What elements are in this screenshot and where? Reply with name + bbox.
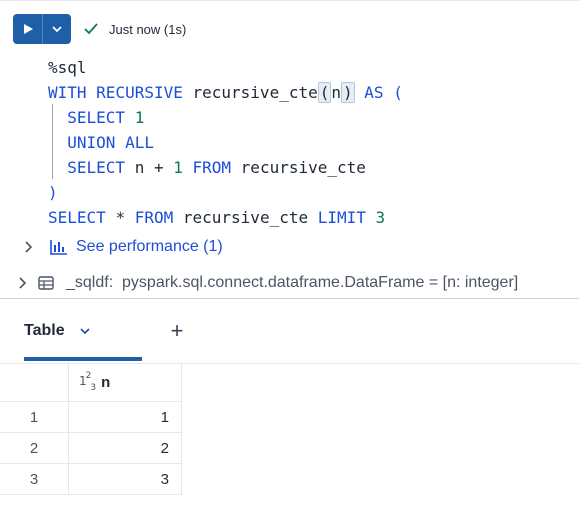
cell-top-border — [0, 0, 579, 4]
code-token: n — [331, 83, 342, 102]
dataframe-info-row[interactable]: _sqldf: pyspark.sql.connect.dataframe.Da… — [18, 272, 518, 294]
cell-header: Just now (1s) — [13, 14, 186, 44]
code-line: SELECT n + 1 FROM recursive_cte — [48, 155, 403, 180]
chevron-down-icon[interactable] — [79, 326, 91, 336]
performance-row[interactable]: See performance (1) — [24, 236, 223, 258]
bar-chart-icon — [50, 239, 68, 255]
code-token: FROM — [134, 208, 183, 227]
add-tab-button[interactable]: + — [168, 318, 186, 343]
active-tab-indicator — [24, 357, 142, 361]
code-line: UNION ALL — [48, 130, 403, 155]
row-index-cell: 2 — [0, 433, 69, 464]
code-token: AS ( — [354, 83, 403, 102]
output-divider — [0, 298, 579, 299]
code-line: WITH RECURSIVE recursive_cte(n) AS ( — [48, 80, 403, 105]
code-token: SELECT — [48, 158, 135, 177]
run-cell-button[interactable] — [13, 14, 43, 44]
code-token: 3 — [375, 208, 386, 227]
code-token: SELECT — [48, 108, 135, 127]
code-token: recursive_cte — [240, 158, 366, 177]
chevron-down-icon — [52, 26, 62, 33]
code-token: ) — [48, 183, 58, 202]
code-token: 1 — [173, 158, 183, 177]
code-token: SELECT — [48, 208, 116, 227]
code-token: * — [115, 208, 135, 227]
code-token: LIMIT — [317, 208, 376, 227]
code-token: %sql — [48, 58, 87, 77]
execution-status: Just now (1s) — [83, 21, 186, 37]
chevron-right-icon[interactable] — [18, 277, 34, 289]
code-token: ( — [317, 82, 332, 103]
plus-icon: + — [170, 318, 184, 343]
tab-table[interactable]: Table — [24, 319, 91, 343]
run-options-dropdown[interactable] — [43, 14, 71, 44]
row-index-cell: 1 — [0, 402, 69, 433]
code-line: SELECT * FROM recursive_cte LIMIT 3 — [48, 205, 403, 230]
code-line: ) — [48, 180, 403, 205]
table-header-row: 123 n — [0, 364, 182, 402]
tabs-bottom-border — [0, 363, 579, 364]
code-token: recursive_cte — [192, 83, 318, 102]
code-token: 1 — [134, 108, 145, 127]
table-cell-n[interactable]: 2 — [69, 433, 182, 464]
chevron-right-icon[interactable] — [24, 241, 40, 253]
code-token: n + — [134, 158, 174, 177]
code-line: SELECT 1 — [48, 105, 403, 130]
results-tabs: Table + — [0, 299, 579, 363]
code-token: WITH RECURSIVE — [48, 83, 193, 102]
dataframe-info-text: _sqldf: pyspark.sql.connect.dataframe.Da… — [66, 274, 519, 291]
see-performance-link[interactable]: See performance (1) — [76, 238, 223, 255]
code-token: ) — [341, 82, 355, 103]
table-cell-n[interactable]: 1 — [69, 402, 182, 433]
play-icon — [23, 24, 33, 34]
row-index-cell: 3 — [0, 464, 69, 495]
code-token: recursive_cte — [182, 208, 318, 227]
column-name: n — [101, 374, 111, 391]
status-text: Just now (1s) — [109, 21, 187, 37]
code-token: UNION ALL — [48, 133, 154, 152]
tab-table-label: Table — [24, 322, 65, 339]
check-icon — [83, 21, 99, 37]
index-header-cell — [0, 364, 69, 402]
column-header-n[interactable]: 123 n — [69, 364, 182, 402]
run-button-group — [13, 14, 71, 44]
code-token: FROM — [182, 158, 241, 177]
table-cell-n[interactable]: 3 — [69, 464, 182, 495]
integer-type-icon: 123 — [79, 371, 96, 393]
code-line: %sql — [48, 55, 403, 80]
table-icon — [38, 276, 54, 290]
indent-guide — [52, 104, 53, 179]
